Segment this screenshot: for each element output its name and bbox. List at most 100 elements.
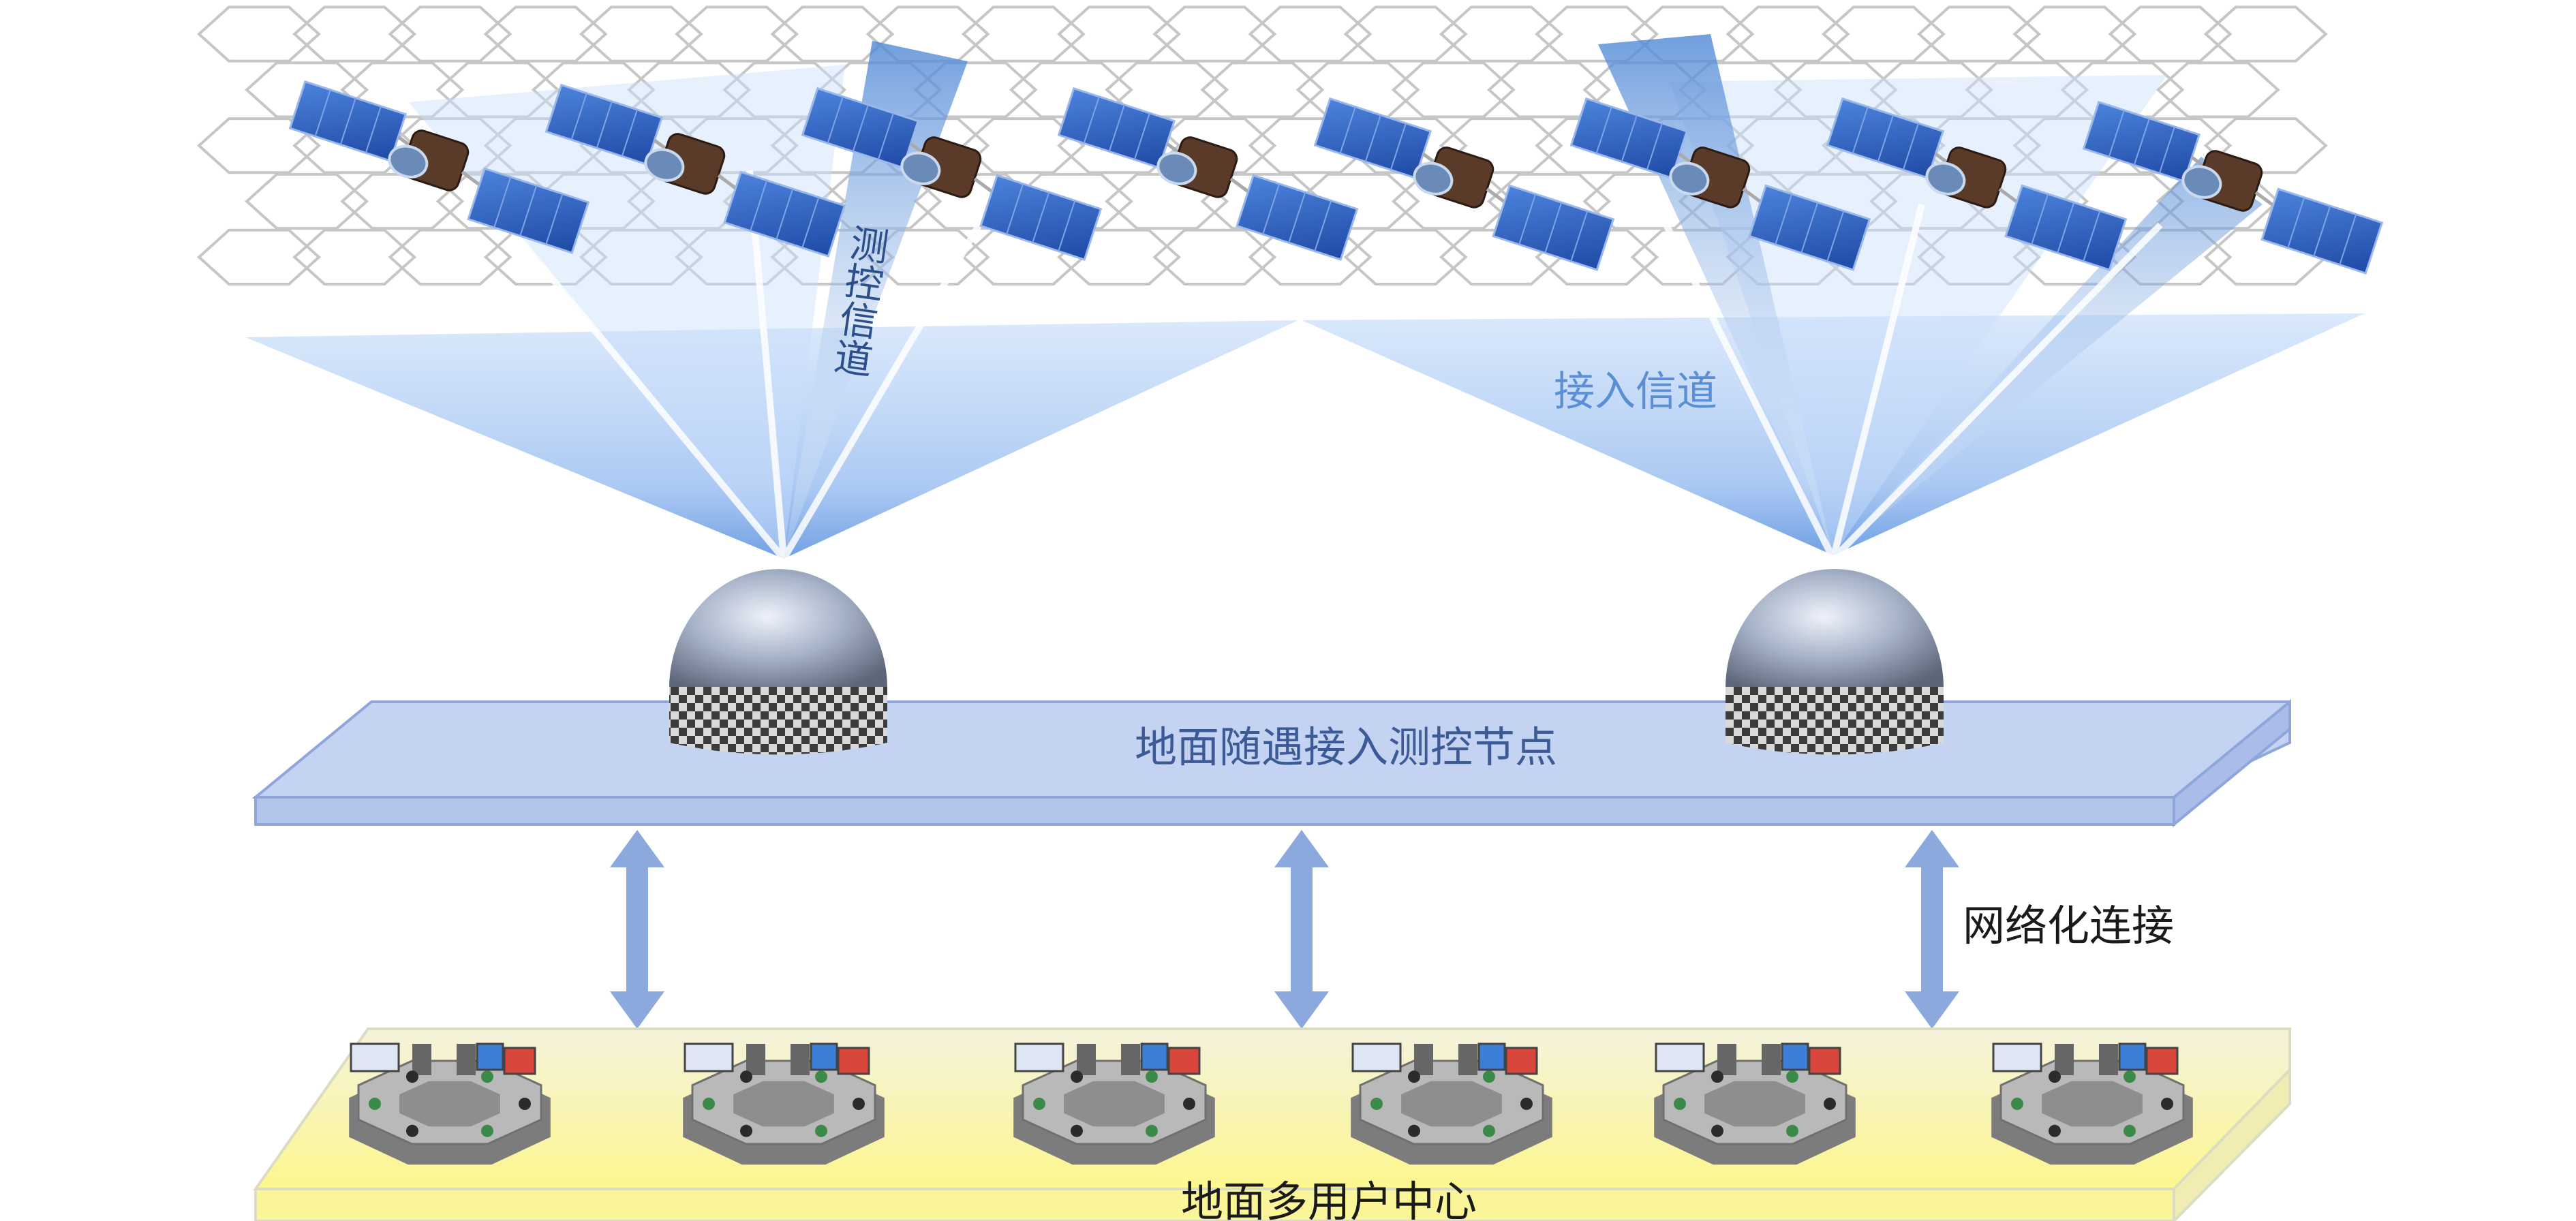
wall-panel [1121,1044,1140,1075]
wall-panel [1077,1044,1096,1075]
panel-cell-line [365,106,382,153]
satellite-antenna [1669,161,1710,196]
satellite-constellation [288,80,2384,275]
panel-boom [973,177,993,194]
panel-cell-line [1902,123,1919,170]
operator-seat [1370,1098,1383,1110]
satellite [545,83,846,258]
radome-group [669,569,1944,755]
wall-screen [1477,1042,1506,1071]
beam-dividers [488,170,2163,561]
hex-cell [1726,5,1850,63]
panel-cell-line [2057,202,2075,253]
panel-cell-line [801,197,820,248]
panel-cell-line [2133,118,2150,166]
hex-cell [2060,61,2185,119]
radome-dome [669,569,887,688]
panel-boom [717,174,737,190]
user-platform-front-face [254,1188,2175,1221]
operator-seat [2123,1124,2136,1137]
user-center-room [683,1042,885,1165]
wall-panel [1458,1044,1477,1075]
hex-cell [245,172,369,230]
platform-side-face [2173,698,2291,828]
hex-cell [388,228,512,285]
user-center-room [1013,1042,1215,1165]
user-center-room [1351,1042,1552,1165]
panel-cell-line [1006,183,1024,235]
network-arrows [610,830,1959,1029]
wall-screen [1505,1047,1538,1075]
operator-seat [1483,1124,1495,1137]
wall-screen [1140,1042,1169,1071]
radome-base [669,687,887,755]
satellite [801,87,1103,261]
panel-cell-line [776,188,794,240]
radome-base [1726,687,1944,755]
wall-screen [1655,1042,1705,1072]
wall-panel [2055,1044,2074,1075]
wall-screen [1992,1042,2042,1072]
panel-cell-line [2313,205,2331,257]
panel-cell-line [621,109,638,157]
operator-seat [1071,1070,1083,1083]
panel-cell-line [493,176,512,228]
operator-seat [1146,1070,1158,1083]
operator-seat [1711,1070,1723,1083]
user-center-room [1991,1042,2193,1165]
panel-cell-line [1262,183,1281,235]
hex-cell [1917,5,2042,63]
room-center-console [2042,1081,2143,1127]
hex-cell [483,5,608,63]
operator-seat [2049,1070,2061,1083]
tt-channel-beam-far-right [1833,157,2263,555]
panel-cell-line [2339,214,2357,265]
panel-cell-line [314,89,331,137]
wall-screen [1781,1042,1809,1071]
satellite [1569,97,1871,271]
hex-cell [961,5,1086,63]
wall-screen [2118,1042,2147,1071]
operator-seat [1183,1098,1195,1110]
panel-cell-line [1390,123,1407,170]
panel-cell-line [2108,110,2125,157]
wall-panel [791,1044,810,1075]
panel-cell-line [1314,200,1332,251]
panel-cell-line [750,180,768,232]
platform-front-face [254,796,2175,826]
satellite-antenna [388,144,429,179]
operator-seat [1071,1124,1083,1137]
access-channel-label: 接入信道 [1554,368,1717,416]
radome [669,569,887,755]
operator-seat [740,1124,752,1137]
hex-cell [1869,61,1993,119]
hex-cell [1821,5,1946,63]
operator-seat [1408,1070,1420,1083]
panel-cell-line [2158,126,2175,174]
operator-seat [406,1124,418,1137]
operator-seat [1786,1124,1798,1137]
panel-cell-line [2287,197,2305,249]
hex-cell [1152,228,1277,285]
ground-node-label: 地面随遇接入测控节点 [1135,722,1557,772]
wall-panel [746,1044,765,1075]
panel-cell-line [1595,106,1612,154]
panel-cell-line [1877,114,1894,162]
hex-cell [1391,61,1516,119]
room-center-console [1401,1081,1502,1127]
operator-seat [1824,1098,1836,1110]
panel-boom [1486,187,1505,204]
wall-screen [810,1042,838,1071]
hex-cell [675,5,799,63]
user-center-group [349,1042,2193,1165]
panel-cell-line [1852,106,1869,154]
hex-cell [1057,228,1181,285]
panel-cell-line [1800,202,1819,253]
wall-panel [412,1044,431,1075]
satellite-antenna [1156,151,1197,185]
panel-cell-line [2083,211,2101,262]
hex-cell [1535,228,1659,285]
panel-cell-line [339,97,356,145]
wall-screen [684,1042,734,1072]
wall-screen [1808,1047,1841,1075]
